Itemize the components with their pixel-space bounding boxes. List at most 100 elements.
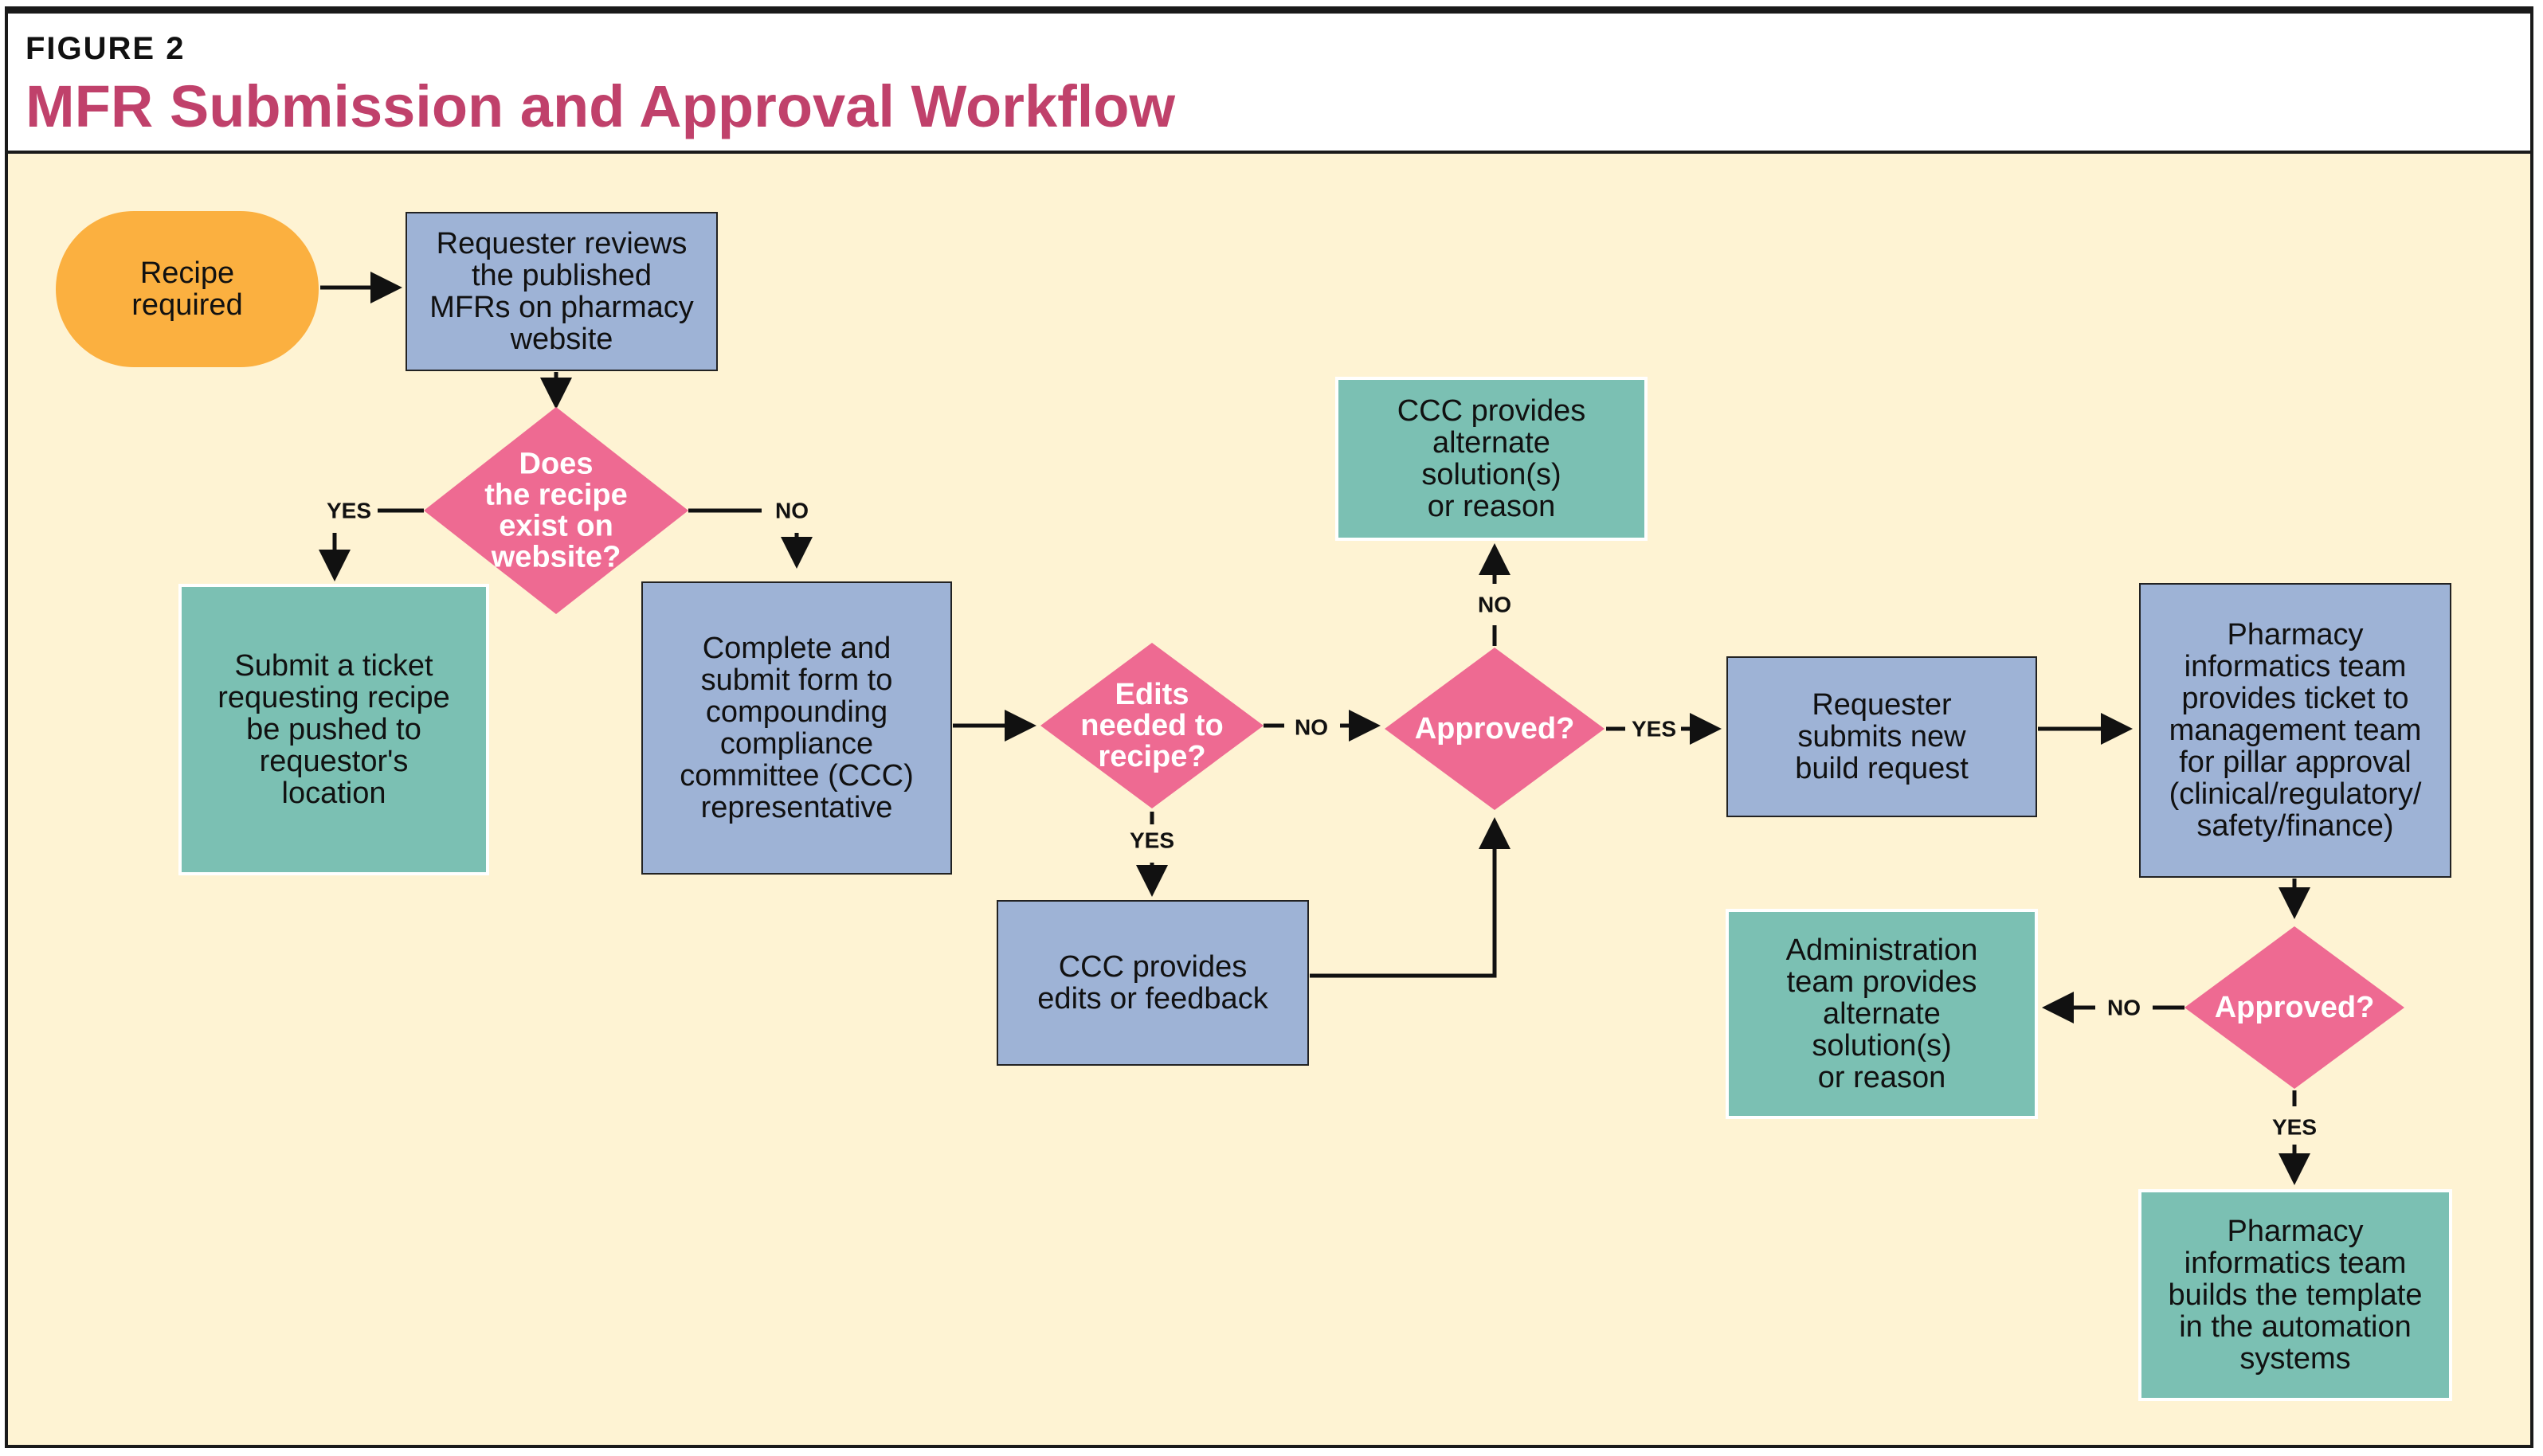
node-complete_form-line: compliance	[720, 727, 873, 761]
node-d_exist-line: the recipe	[484, 479, 628, 512]
node-ccc_edits-shape	[997, 900, 1309, 1066]
label-edits-yes-bg	[1125, 824, 1179, 856]
node-build_request-shape	[1726, 656, 2037, 817]
label-exist-yes-bg	[322, 495, 376, 526]
node-builds-line: builds the template	[2169, 1278, 2423, 1312]
node-complete_form-line: compounding	[706, 695, 888, 729]
node-d_approved2-diamond	[2184, 926, 2404, 1089]
label-edits-no-bg	[1284, 711, 1338, 743]
node-admin_alt-line: team provides	[1787, 965, 1977, 999]
node-complete_form-shape	[641, 581, 952, 875]
label-approved2-yes: YES	[2272, 1115, 2317, 1140]
node-start-shape	[56, 211, 319, 367]
node-submit_ticket-shape	[178, 584, 489, 875]
figure-frame: FIGURE 2 MFR Submission and Approval Wor…	[5, 6, 2533, 1448]
label-approved1-yes-bg	[1627, 713, 1681, 745]
node-review-line: Requester reviews	[437, 227, 688, 260]
node-build_request-line: build request	[1795, 752, 1969, 785]
node-build_request-line: submits new	[1797, 720, 1966, 753]
label-edits-yes: YES	[1130, 828, 1174, 853]
node-admin_alt-line: alternate	[1823, 997, 1941, 1031]
node-d_exist-line: Does	[519, 448, 594, 481]
node-pillar-shape	[2139, 583, 2451, 878]
node-admin_alt-shape	[1726, 909, 2038, 1119]
node-d_edits-line: needed to	[1080, 709, 1223, 742]
node-ccc_alt-line: alternate	[1432, 426, 1550, 460]
node-ccc_alt-line: CCC provides	[1397, 394, 1586, 428]
figure-title: MFR Submission and Approval Workflow	[25, 73, 1176, 139]
node-submit_ticket-line: be pushed to	[246, 713, 421, 746]
node-d_exist-line: exist on	[499, 510, 613, 543]
node-submit_ticket-line: requesting recipe	[217, 681, 450, 714]
node-complete_form-line: committee (CCC)	[680, 759, 913, 793]
workflow-edges	[319, 272, 2310, 1185]
node-d_edits-line: recipe?	[1098, 740, 1205, 773]
node-ccc_edits-line: CCC provides	[1059, 950, 1248, 984]
node-pillar-line: management team	[2169, 714, 2422, 747]
node-builds-line: Pharmacy	[2227, 1215, 2363, 1248]
label-approved2-no: NO	[2107, 996, 2141, 1020]
label-edits-no: NO	[1295, 715, 1328, 740]
node-ccc_alt-shape	[1335, 377, 1648, 541]
node-start-line: required	[131, 288, 242, 322]
node-d_exist-diamond	[424, 407, 688, 614]
label-approved2-yes-bg	[2267, 1111, 2322, 1143]
node-d_approved2-line: Approved?	[2215, 991, 2375, 1024]
node-pillar-line: for pillar approval	[2179, 746, 2411, 779]
workflow-edge-labels: YES NO NO YES NO YES NO YES	[322, 495, 2322, 1143]
node-review-line: the published	[472, 259, 652, 292]
node-complete_form-line: representative	[701, 791, 893, 824]
node-d_approved1: Approved?	[1385, 648, 1605, 810]
node-pillar-line: safety/finance)	[2196, 809, 2393, 843]
node-d_edits-diamond	[1040, 643, 1264, 808]
node-admin_alt-line: solution(s)	[1812, 1029, 1951, 1063]
edge-feedback-to-approved	[1310, 817, 1511, 978]
figure-label: FIGURE 2	[25, 31, 186, 66]
figure-header: FIGURE 2 MFR Submission and Approval Wor…	[8, 14, 2530, 154]
node-builds-line: systems	[2239, 1342, 2350, 1376]
node-d_approved1-line: Approved?	[1415, 712, 1575, 746]
node-admin_alt-line: or reason	[1818, 1061, 1946, 1094]
node-review-shape	[406, 212, 718, 371]
node-d_approved1-diamond	[1385, 648, 1605, 810]
node-admin_alt-line: Administration	[1786, 933, 1978, 967]
label-approved1-no-bg	[1467, 589, 1522, 620]
node-submit_ticket-line: requestor's	[260, 745, 409, 778]
node-complete_form-line: Complete and	[703, 632, 891, 665]
node-builds-shape	[2138, 1189, 2452, 1401]
node-pillar-line: Pharmacy	[2227, 618, 2363, 652]
label-exist-no: NO	[775, 499, 809, 523]
node-d_approved2: Approved?	[2184, 926, 2404, 1089]
node-pillar-line: informatics team	[2184, 650, 2407, 683]
node-submit_ticket-line: Submit a ticket	[234, 649, 433, 683]
label-exist-yes: YES	[327, 499, 371, 523]
label-approved1-no: NO	[1478, 593, 1511, 617]
node-builds-line: informatics team	[2184, 1247, 2407, 1280]
node-review-line: website	[510, 323, 613, 356]
label-exist-no-bg	[765, 495, 819, 526]
label-approved1-yes: YES	[1632, 717, 1676, 742]
node-builds-line: in the automation	[2179, 1310, 2412, 1344]
node-d_edits-line: Edits	[1115, 678, 1189, 711]
node-start-line: Recipe	[140, 256, 234, 290]
label-approved2-no-bg	[2097, 992, 2151, 1024]
node-pillar-line: (clinical/regulatory/	[2169, 777, 2422, 811]
node-ccc_edits-line: edits or feedback	[1037, 982, 1268, 1016]
node-complete_form-line: submit form to	[701, 663, 893, 697]
node-build_request-line: Requester	[1812, 688, 1952, 722]
